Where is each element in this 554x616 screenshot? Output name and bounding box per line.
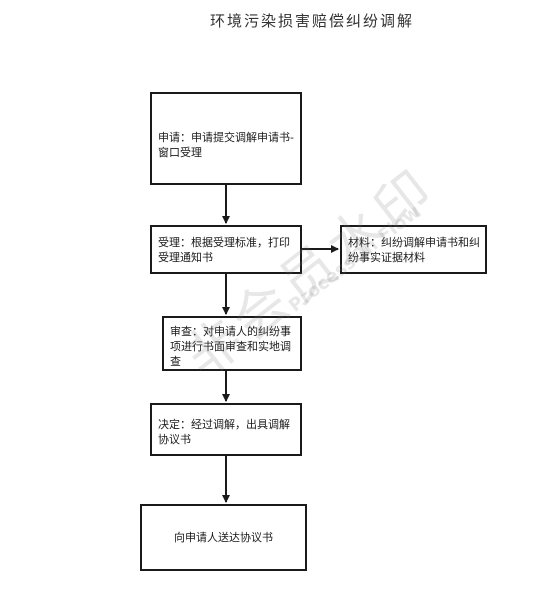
step-apply-box: 申请：申请提交调解申请书-窗口受理 [150,92,302,185]
step-accept-box: 受理：根据受理标准，打印受理通知书 [150,225,302,274]
step-review-box: 审查：对申请人的纠纷事项进行书面审查和实地调查 [162,316,302,371]
step-accept-text: 受理：根据受理标准，打印受理通知书 [158,236,290,264]
step-review-text: 审查：对申请人的纠纷事项进行书面审查和实地调查 [170,325,291,368]
step-deliver-text: 向申请人送达协议书 [174,531,273,544]
step-deliver-box: 向申请人送达协议书 [140,504,307,571]
step-decision-box: 决定：经过调解，出具调解协议书 [150,403,302,456]
diagram-title: 环境污染损害赔偿纠纷调解 [210,12,415,30]
step-material-text: 材料：纠纷调解申请书和纠纷事实证据材料 [348,236,480,264]
step-apply-text: 申请：申请提交调解申请书-窗口受理 [158,131,294,159]
step-material-box: 材料：纠纷调解申请书和纠纷事实证据材料 [340,225,487,274]
step-decision-text: 决定：经过调解，出具调解协议书 [158,418,290,446]
